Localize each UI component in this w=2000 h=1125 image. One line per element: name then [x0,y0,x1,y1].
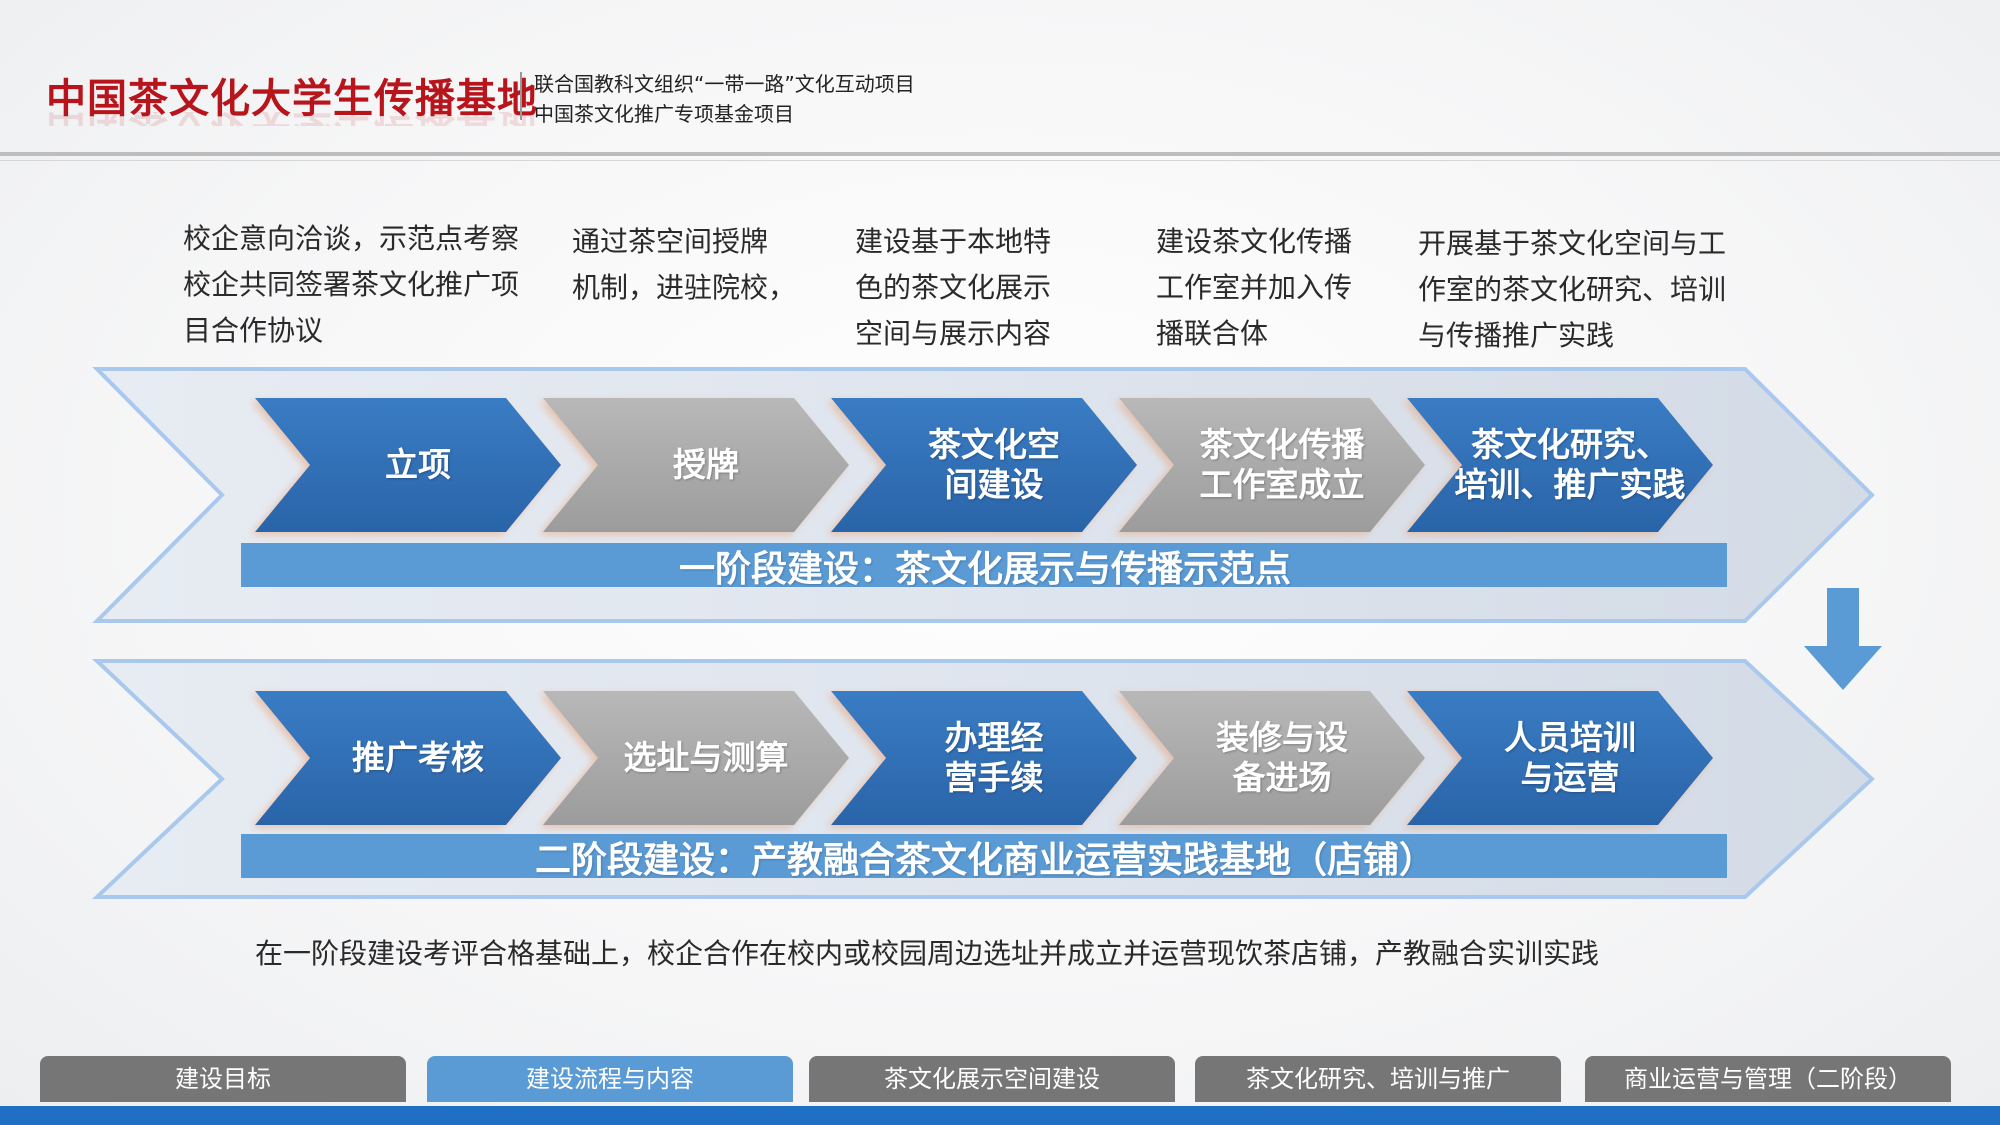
stage1-step-4 [1119,398,1425,532]
stage2-band-label: 二阶段建设：产教融合茶文化商业运营实践基地（店铺） [534,840,1436,881]
brand-title: 中国茶文化大学生传播基地 [46,76,538,122]
stage2-step-1 [255,691,561,825]
stage2-step-2-label: 选址与测算 [623,738,789,777]
stage2-step-3-label: 办理经 营手续 [944,718,1044,797]
stage2-step-5-label: 人员培训 与运营 [1504,718,1636,797]
stage1-band [241,543,1727,587]
tab-display-space[interactable]: 茶文化展示空间建设 [809,1056,1175,1102]
tab-research-training[interactable]: 茶文化研究、培训与推广 [1195,1056,1561,1102]
stage2-step-4 [1119,691,1425,825]
bottom-tabs: 建设目标 建设流程与内容 茶文化展示空间建设 茶文化研究、培训与推广 商业运营与… [0,1056,2000,1106]
description-5: 开展基于茶文化空间与工 作室的茶文化研究、培训 与传播推广实践 [1418,227,1727,352]
stage1-step-3-label: 茶文化空 间建设 [928,425,1060,504]
tab-business-operation[interactable]: 商业运营与管理（二阶段） [1585,1056,1951,1102]
description-2: 通过茶空间授牌 机制，进驻院校， [572,225,797,304]
header: 中国茶文化大学生传播基地 中国茶文化大学生传播基地 联合国教科文组织“一带一路”… [0,0,2000,160]
header-rule [0,152,2000,156]
header-subtitle-1: 联合国教科文组织“一带一路”文化互动项目 [534,72,915,96]
description-1: 校企意向洽谈，示范点考察 校企共同签署茶文化推广项 目合作协议 [183,222,520,347]
stage2-step-3 [831,691,1137,825]
stage1-step-4-label: 茶文化传播 工作室成立 [1199,425,1365,504]
stage2-note: 在一阶段建设考评合格基础上，校企合作在校内或校园周边选址并成立并运营现饮茶店铺，… [255,937,1600,970]
stage1-step-3 [831,398,1137,532]
bottom-bar [0,1106,2000,1125]
stage1-step-5 [1407,398,1713,532]
stage1-band-label: 一阶段建设：茶文化展示与传播示范点 [678,549,1292,590]
stage2-step-4-label: 装修与设 备进场 [1216,718,1348,797]
description-3: 建设基于本地特 色的茶文化展示 空间与展示内容 [855,225,1052,350]
header-subtitle-2: 中国茶文化推广专项基金项目 [534,102,794,126]
tab-process-content[interactable]: 建设流程与内容 [427,1056,793,1102]
header-divider [520,72,522,120]
stage1-step-2 [543,398,849,532]
stage1-step-5-label: 茶文化研究、 培训、推广实践 [1454,425,1686,504]
stage1-step-1 [255,398,561,532]
tab-construction-goals[interactable]: 建设目标 [40,1056,406,1102]
stage1-step-1-label: 立项 [385,445,451,484]
stage2-band [241,834,1727,878]
description-4: 建设茶文化传播 工作室并加入传 播联合体 [1156,225,1353,350]
stage2-step-2 [543,691,849,825]
stage2-step-5 [1407,691,1713,825]
stage2-step-1-label: 推广考核 [352,738,484,777]
header-rule-thin [0,160,2000,161]
stage1-step-2-label: 授牌 [673,445,739,484]
down-arrow [1804,588,1882,690]
